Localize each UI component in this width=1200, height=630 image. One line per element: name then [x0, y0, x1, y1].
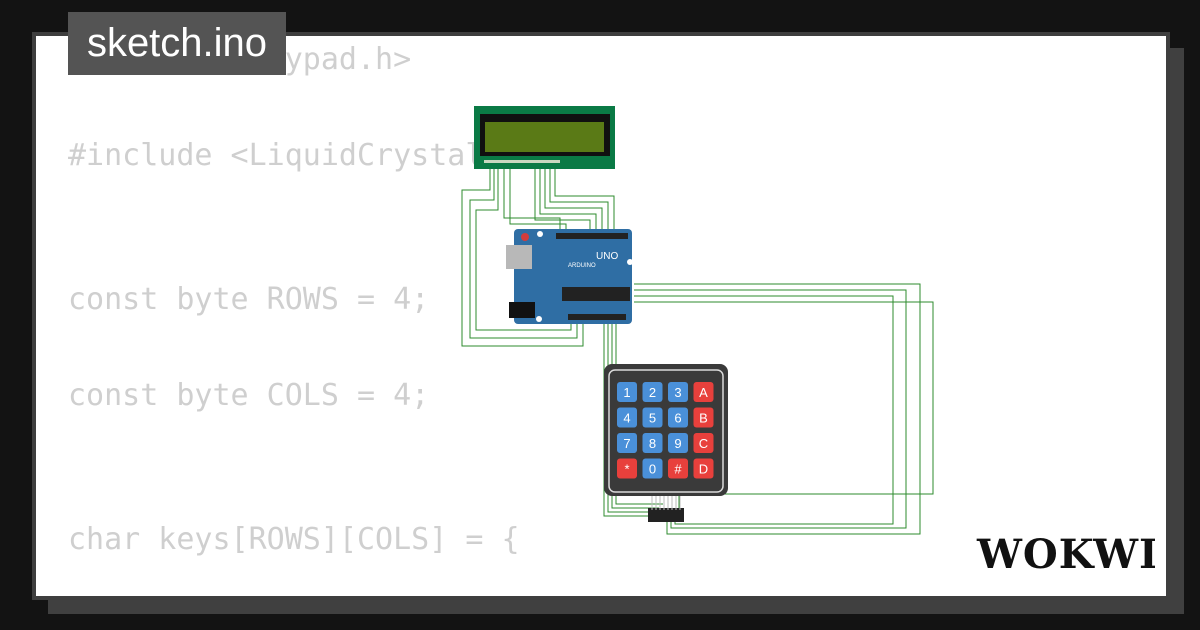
keypad-key-label: 7	[623, 436, 630, 451]
keypad-key	[668, 382, 688, 402]
keypad-key-label: 2	[649, 385, 656, 400]
keypad-key	[693, 458, 714, 479]
keypad-key	[617, 433, 637, 453]
keypad-key-label: *	[624, 462, 629, 477]
keypad-key	[617, 458, 637, 479]
keypad-key-label: 9	[674, 436, 681, 451]
keypad-key	[642, 407, 663, 428]
keypad-key-label: 8	[649, 436, 656, 451]
keypad-key	[642, 433, 663, 453]
keypad-key-label: C	[699, 436, 708, 451]
keypad-key-label: 3	[674, 385, 681, 400]
wokwi-logo: WOKWI	[976, 531, 1155, 577]
keypad-key	[617, 382, 637, 402]
keypad-key-label: B	[699, 411, 708, 426]
arduino-model-label: UNO	[596, 251, 618, 262]
keypad-key-label: 0	[649, 462, 656, 477]
code-line: const byte COLS = 4;	[68, 378, 430, 413]
keypad-key	[668, 433, 688, 453]
keypad-key-label: 5	[649, 411, 656, 426]
keypad-key-label: D	[699, 462, 708, 477]
keypad-key	[642, 382, 663, 402]
membrane-keypad: 1 2 3 A 4 5 6 B 7 8 9 C * 0 # D	[604, 364, 728, 522]
code-line: char keys[ROWS][COLS] = {	[68, 522, 520, 557]
keypad-key-label: A	[699, 385, 708, 400]
keypad-key-label: 4	[623, 411, 630, 426]
keypad-key	[668, 407, 688, 428]
keypad-key-label: 6	[674, 411, 681, 426]
keypad-key	[693, 382, 714, 402]
arduino-uno-board: UNO ARDUINO	[506, 229, 633, 324]
keypad-key	[642, 458, 663, 479]
keypad-key	[617, 407, 637, 428]
keypad-key-label: 1	[623, 385, 630, 400]
wokwi-logo-text: WOKWI	[976, 531, 1155, 577]
keypad-key	[693, 407, 714, 428]
keypad-keys: 1 2 3 A 4 5 6 B 7 8 9 C * 0 # D	[617, 382, 714, 479]
lcd-display	[474, 106, 615, 169]
keypad-key	[693, 433, 714, 453]
keypad-key-label: #	[674, 462, 682, 477]
file-title: sketch.ino	[68, 12, 286, 75]
code-line: const byte ROWS = 4;	[68, 282, 430, 317]
arduino-brand-label: ARDUINO	[568, 263, 596, 269]
keypad-key	[668, 458, 688, 479]
